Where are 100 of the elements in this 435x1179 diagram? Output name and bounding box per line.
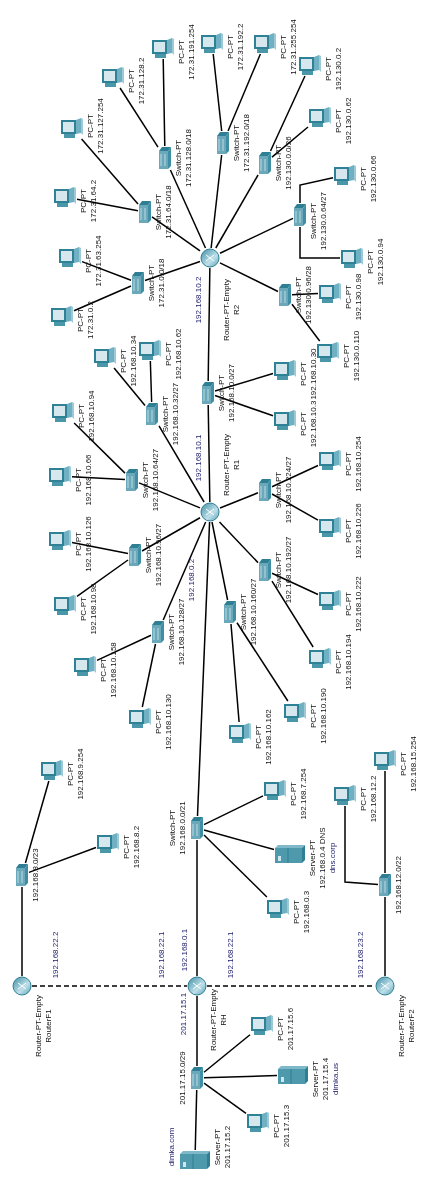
- device-label: PC-PT: [359, 167, 369, 191]
- network-link: [384, 770, 386, 874]
- address-label: 192.168.0.3: [302, 890, 312, 934]
- address-label: 192.168.10.222: [354, 576, 364, 632]
- network-link: [158, 425, 205, 503]
- device-label: Switch-PT: [239, 593, 249, 631]
- network-link: [96, 634, 152, 662]
- network-link: [151, 216, 201, 252]
- device-label: PC-PT: [119, 349, 129, 373]
- device-label: Switch-PT: [274, 144, 284, 182]
- device-label: Switch-PT: [154, 193, 164, 231]
- network-link: [141, 517, 201, 552]
- device-label: PC-PT: [74, 532, 84, 556]
- address-label: 192.168.7.254: [299, 768, 309, 820]
- address-label: 172.31.63.254: [94, 235, 104, 287]
- device-label: PC-PT: [334, 109, 344, 133]
- device-label: PC-PT: [342, 344, 352, 368]
- device-label: Switch-PT: [174, 139, 184, 177]
- interface-address-label: 192.168.22.1: [157, 931, 167, 979]
- device-label: PC-PT: [292, 900, 302, 924]
- interface-address-label: 192.168.23.2: [356, 931, 366, 979]
- interface-address-label: 192.168.0.1: [180, 928, 190, 972]
- network-link: [28, 846, 97, 874]
- address-label: 192.130.0.62: [344, 97, 354, 145]
- domain-label: dimka.com: [167, 1127, 177, 1167]
- network-link: [218, 521, 259, 564]
- device-label: PC-PT: [299, 362, 309, 386]
- network-link: [194, 1089, 198, 1151]
- device-label: Server-PT: [213, 1128, 223, 1166]
- device-label: Switch-PT: [294, 276, 304, 314]
- address-label: 172.31.127.254: [96, 98, 106, 154]
- address-label: 201.17.15.2: [223, 1125, 233, 1169]
- network-link: [271, 464, 319, 488]
- address-label: 192.168.10.162: [264, 709, 274, 765]
- device-label: Switch-PT: [144, 536, 154, 574]
- address-label: 201.17.15.3: [282, 1104, 292, 1148]
- device-label: Switch-PT: [309, 202, 319, 240]
- network-link: [196, 995, 198, 1067]
- network-link: [219, 492, 259, 509]
- router-name-label: RouterF1: [44, 1009, 54, 1043]
- network-link: [196, 521, 211, 817]
- device-label: PC-PT: [226, 35, 236, 59]
- address-label: 192.168.10.94: [87, 390, 97, 442]
- address-label: 201.17.15.0/29: [178, 1051, 188, 1105]
- interface-address-label: 192.168.0.2: [187, 558, 197, 602]
- network-link: [203, 795, 264, 826]
- network-link: [119, 87, 159, 148]
- network-link: [207, 404, 211, 503]
- device-label: Switch-PT: [217, 374, 227, 412]
- network-link: [81, 260, 132, 282]
- router-name-label: R2: [232, 304, 242, 316]
- address-label: 192.168.10.32/27: [171, 382, 181, 446]
- network-link: [227, 53, 262, 132]
- network-link: [73, 422, 126, 474]
- device-label: PC-PT: [344, 519, 354, 543]
- domain-label: dimka.us: [331, 1063, 341, 1095]
- address-label: 192.168.10.62: [174, 328, 184, 380]
- network-link: [207, 267, 211, 382]
- network-link: [71, 541, 129, 555]
- address-label: 201.17.15.6: [286, 1007, 296, 1051]
- address-label: 192.130.0.0/26: [284, 136, 294, 190]
- network-link: [113, 367, 146, 407]
- network-link: [73, 285, 132, 312]
- network-link: [291, 303, 321, 342]
- device-label: PC-PT: [359, 787, 369, 811]
- device-label: Router-PT-Empty: [222, 434, 232, 496]
- device-label: Switch-PT: [167, 613, 177, 651]
- network-link: [212, 53, 223, 132]
- address-label: 192.168.10.226: [354, 503, 364, 559]
- network-link: [169, 169, 207, 249]
- address-label: 192.130.0.66: [369, 155, 379, 203]
- address-label: 192.168.10.30: [309, 348, 319, 400]
- device-label: Server-PT: [308, 839, 318, 877]
- network-link: [271, 493, 319, 521]
- device-label: PC-PT: [86, 114, 96, 138]
- device-label: PC-PT: [276, 1017, 286, 1041]
- network-link: [219, 262, 279, 293]
- device-label: PC-PT: [344, 285, 354, 309]
- address-label: 192.168.10.130: [164, 694, 174, 750]
- address-label: 192.168.10.224/27: [284, 456, 294, 524]
- network-link: [215, 174, 259, 249]
- network-link: [230, 623, 240, 723]
- device-label: PC-PT: [77, 404, 87, 428]
- network-link: [71, 475, 126, 481]
- network-link: [21, 886, 23, 977]
- device-label: PC-PT: [366, 250, 376, 274]
- address-label: 192.168.10.158: [109, 642, 119, 698]
- network-link: [24, 780, 50, 864]
- device-label: PC-PT: [309, 704, 319, 728]
- device-label: Router-PT-Empty: [222, 279, 232, 341]
- device-label: PC-PT: [254, 725, 264, 749]
- domain-label: dns.corp: [328, 842, 338, 874]
- device-label: PC-PT: [84, 249, 94, 273]
- address-label: 192.168.8.2: [132, 825, 142, 869]
- address-label: 192.168.12.2: [369, 775, 379, 823]
- device-label: PC-PT: [79, 597, 89, 621]
- address-label: 172.31.191.254: [187, 24, 197, 80]
- address-label: 192.130.0.96/28: [304, 266, 314, 324]
- address-label: 172.31.128.2: [137, 57, 147, 105]
- network-link: [80, 138, 139, 205]
